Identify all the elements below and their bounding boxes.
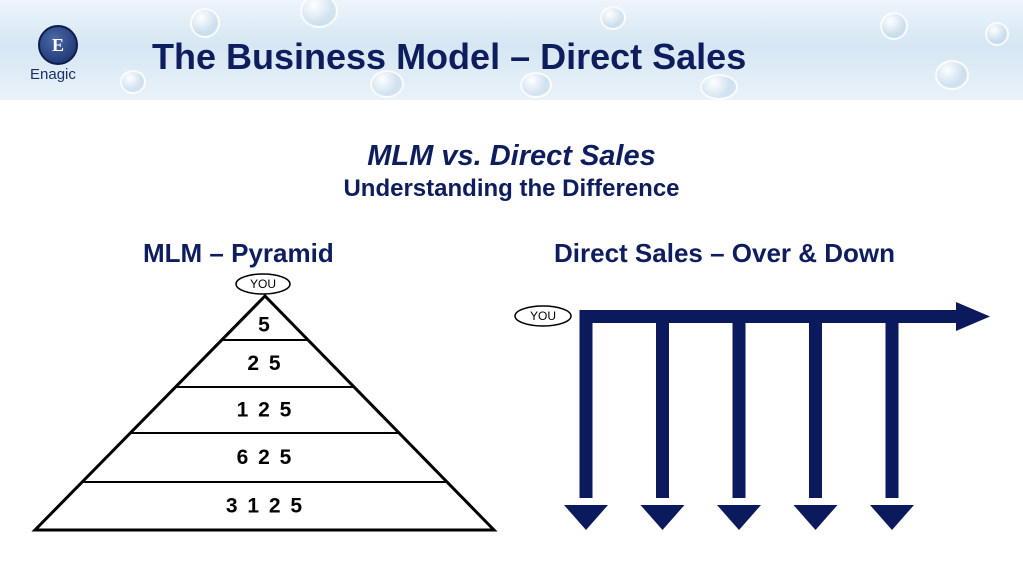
- water-bubble: [985, 22, 1009, 46]
- pyramid-heading: MLM – Pyramid: [143, 238, 334, 268]
- pyramid-outline: [31, 293, 498, 532]
- water-bubble: [935, 60, 969, 90]
- down-arrow-head: [640, 505, 685, 530]
- pyramid-level-label: 2 5: [247, 352, 282, 375]
- horizontal-arrow-shaft: [580, 310, 958, 323]
- horizontal-arrow-head: [956, 302, 990, 331]
- pyramid-level-label: 1 2 5: [237, 399, 294, 422]
- down-arrow-shaft: [885, 310, 899, 498]
- down-arrow-shaft: [732, 310, 746, 498]
- header-banner: E Enagic The Business Model – Direct Sal…: [0, 0, 1023, 100]
- pyramid-level-label: 3 1 2 5: [226, 495, 304, 518]
- subtitle-secondary: Understanding the Difference: [343, 175, 680, 202]
- down-arrow-head: [564, 505, 608, 530]
- down-arrow-shaft: [809, 310, 822, 498]
- water-bubble: [120, 70, 146, 94]
- direct-you-badge: [514, 305, 572, 327]
- down-arrow-head: [793, 505, 838, 530]
- down-arrow-head: [717, 505, 761, 530]
- water-bubble: [600, 6, 626, 30]
- down-arrow-shaft: [656, 310, 669, 498]
- water-bubble: [520, 72, 552, 98]
- enagic-logo: E Enagic: [30, 25, 98, 95]
- pyramid-level-label: 6 2 5: [237, 446, 294, 469]
- logo-text: Enagic: [30, 66, 76, 83]
- water-bubble: [880, 12, 908, 40]
- page-title: The Business Model – Direct Sales: [152, 36, 747, 77]
- direct-sales-heading: Direct Sales – Over & Down: [554, 238, 896, 268]
- down-arrow-shaft: [579, 310, 593, 498]
- logo-mark: E: [38, 25, 78, 65]
- subtitle-main: MLM vs. Direct Sales: [367, 140, 656, 172]
- water-bubble: [370, 70, 404, 98]
- pyramid-you-label: YOU: [250, 277, 276, 291]
- pyramid-level-label: 5: [258, 313, 272, 336]
- down-arrow-head: [870, 505, 914, 530]
- water-bubble: [700, 74, 738, 100]
- pyramid-you-badge: [235, 273, 291, 295]
- water-bubble: [190, 8, 220, 38]
- water-bubble: [300, 0, 338, 28]
- direct-you-label: YOU: [530, 309, 556, 323]
